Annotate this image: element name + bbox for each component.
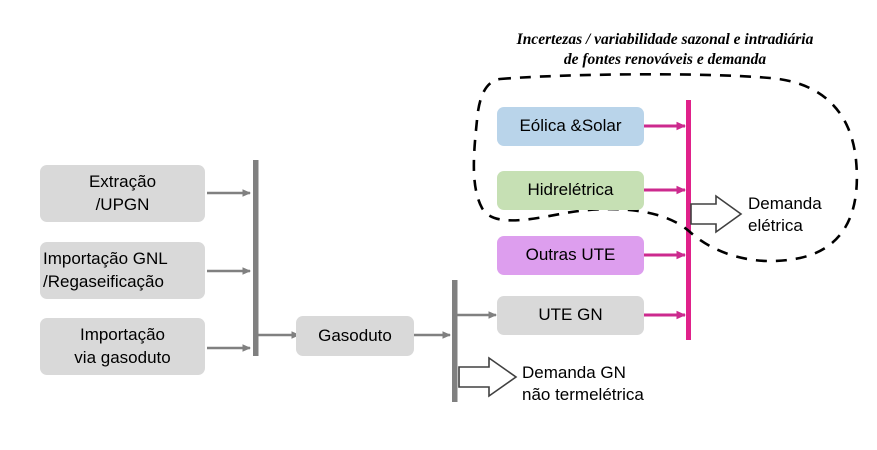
block-arrow-demanda-gn bbox=[458, 356, 518, 398]
node-eolica-solar-label: Eólica &Solar bbox=[519, 116, 622, 136]
node-gasoduto[interactable]: Gasoduto bbox=[296, 316, 414, 356]
supply-bus-bar bbox=[253, 160, 259, 356]
uncertainty-boundary-dashed-outline bbox=[472, 73, 859, 263]
node-hidreletrica[interactable]: Hidrelétrica bbox=[497, 171, 644, 210]
node-extracao-label: Extração /UPGN bbox=[88, 172, 157, 214]
node-outras-ute[interactable]: Outras UTE bbox=[497, 236, 644, 275]
uncertainty-title: Incertezas / variabilidade sazonal e int… bbox=[516, 31, 814, 69]
node-importacao-gnl-label: Importação GNL /Regaseificação bbox=[43, 249, 168, 291]
node-eolica-solar[interactable]: Eólica &Solar bbox=[497, 107, 644, 146]
node-ute-gn[interactable]: UTE GN bbox=[497, 296, 644, 335]
label-demanda-gn-nao-termeletrica: Demanda GN não termelétrica bbox=[522, 363, 644, 405]
node-outras-ute-label: Outras UTE bbox=[525, 245, 616, 265]
node-importacao-gnl[interactable]: Importação GNL /Regaseificação bbox=[40, 242, 205, 299]
generation-bus-bar bbox=[452, 280, 458, 402]
label-demanda-eletrica: Demanda elétrica bbox=[748, 194, 822, 236]
node-importacao-via-gasoduto[interactable]: Importação via gasoduto bbox=[40, 318, 205, 375]
node-gasoduto-label: Gasoduto bbox=[318, 325, 392, 345]
electric-bus-bar bbox=[686, 100, 691, 340]
node-ute-gn-label: UTE GN bbox=[538, 305, 603, 325]
node-extracao[interactable]: Extração /UPGN bbox=[40, 165, 205, 222]
node-importacao-via-gasoduto-label: Importação via gasoduto bbox=[74, 325, 171, 367]
block-arrow-demanda-eletrica bbox=[690, 194, 743, 234]
node-hidreletrica-label: Hidrelétrica bbox=[527, 180, 614, 200]
